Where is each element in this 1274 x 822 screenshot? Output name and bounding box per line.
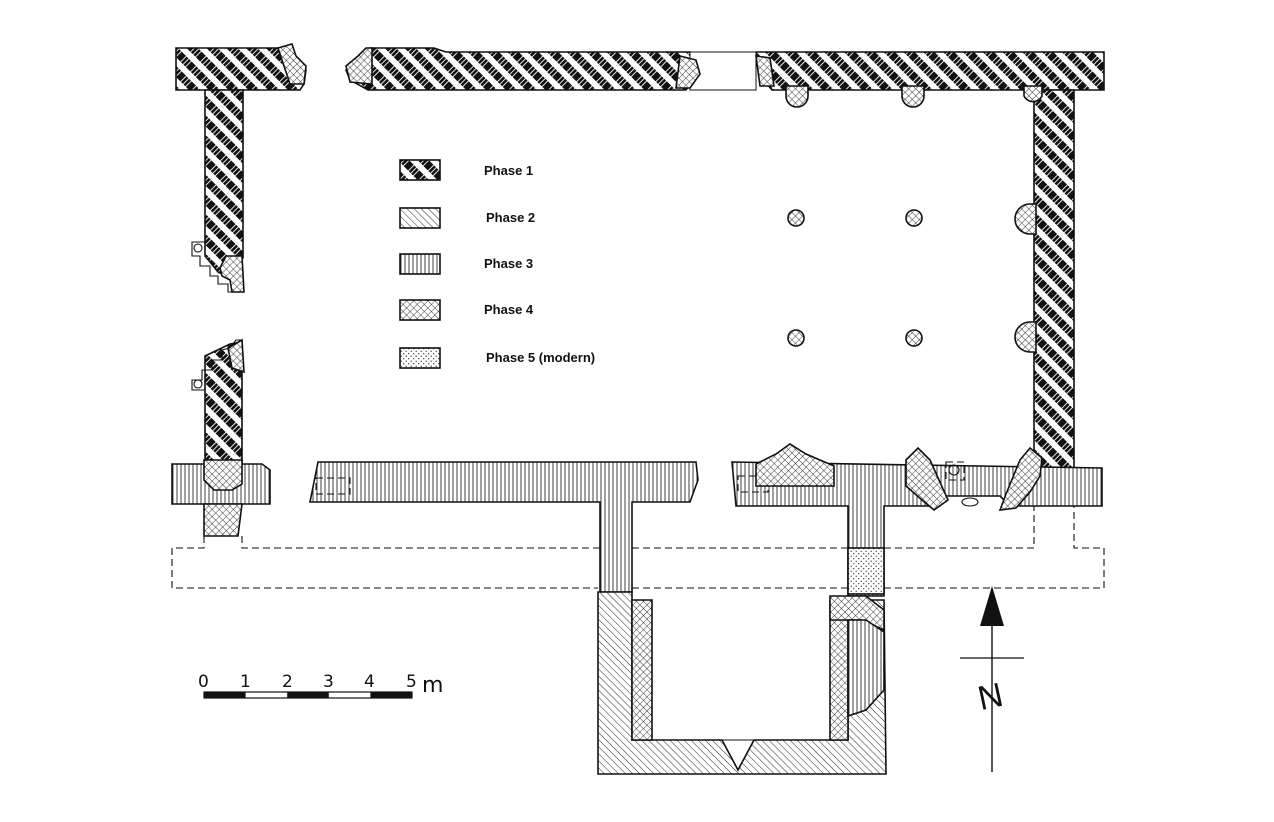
pilaster-north-3 [1023, 85, 1043, 103]
scale-tick-1: 1 [240, 672, 251, 692]
west-moulding-upper [219, 255, 245, 293]
west-wall-mouldings [191, 241, 245, 391]
south-threshold-stone [961, 497, 979, 507]
north-doorway [689, 51, 757, 91]
south-wall-inset-west [315, 477, 351, 495]
east-wall [1033, 89, 1075, 485]
north-arrow: N [960, 586, 1024, 772]
scale-unit: m [422, 673, 443, 698]
annex-south-opening [721, 739, 755, 772]
column-2 [905, 209, 923, 227]
foundation-dashed-outline [171, 506, 1105, 589]
phase4-north-details [276, 43, 775, 89]
north-arrow-label: N [975, 676, 1007, 718]
column-3 [787, 329, 805, 347]
foundation-north-west [241, 536, 600, 549]
north-arrow-head [980, 586, 1004, 626]
phase4-south-details [203, 443, 1043, 537]
foundation-north-east [884, 506, 1035, 549]
east-pilasters [1014, 203, 1037, 353]
south-basin [948, 464, 960, 476]
phase3-south-wall [171, 461, 1103, 597]
legend-swatch-phase4 [399, 299, 441, 321]
legend-label-phase5: Phase 5 (modern) [486, 350, 595, 365]
pilaster-north-2 [901, 85, 925, 108]
west-wall-foot [203, 459, 243, 491]
scale-tick-0: 0 [198, 672, 209, 692]
legend-label-phase2: Phase 2 [486, 210, 535, 225]
stair-outline-upper [191, 241, 244, 293]
legend-swatch-phase1 [399, 159, 441, 181]
annex-lining-west [631, 599, 653, 741]
modern-infill [847, 547, 885, 595]
legend-swatch-phase5 [399, 347, 441, 369]
scale-bar: 0 1 2 3 4 5 m [198, 672, 443, 699]
north-pilasters [785, 85, 1043, 108]
foundation-west [171, 536, 598, 589]
north-wall-middle-segment [345, 47, 701, 91]
scale-tick-4: 4 [364, 672, 375, 692]
south-pier-east [998, 446, 1043, 511]
west-detail-circle-upper [193, 243, 203, 253]
stair-outline-lower [191, 339, 242, 391]
south-wall-central [309, 461, 699, 593]
column-1 [787, 209, 805, 227]
column-4 [905, 329, 923, 347]
legend-swatch-phase3 [399, 253, 441, 275]
phase2-annex [597, 591, 887, 775]
door-jamb-west [675, 55, 701, 89]
south-pier-west [755, 443, 835, 487]
annex-corner-detail [829, 595, 885, 632]
north-west-corner-detail [276, 43, 307, 85]
scale-tick-3: 3 [323, 672, 334, 692]
south-basin-outline [945, 461, 965, 481]
legend-swatch-phase2 [399, 207, 441, 229]
scale-tick-2: 2 [282, 672, 293, 692]
pilaster-east-2 [1014, 321, 1037, 353]
legend-label-phase4: Phase 4 [484, 302, 534, 317]
scale-segment-1 [204, 692, 246, 698]
door-jamb-east [755, 55, 775, 87]
west-wall-upper [204, 89, 244, 278]
foundation-east [884, 506, 1105, 589]
scale-tick-5: 5 [406, 672, 417, 692]
pilaster-north-1 [785, 85, 809, 108]
legend: Phase 1 Phase 2 Phase 3 Phase 4 Phase 5 … [399, 159, 595, 369]
scale-segment-5 [370, 692, 412, 698]
legend-label-phase3: Phase 3 [484, 256, 533, 271]
west-threshold [203, 503, 243, 537]
west-moulding-lower [227, 338, 245, 374]
phase1-walls [175, 47, 1105, 487]
north-wall-east-segment [755, 51, 1105, 91]
pilaster-east-1 [1014, 203, 1037, 235]
legend-label-phase1: Phase 1 [484, 163, 533, 178]
columns [787, 209, 923, 347]
annex-east-infill [847, 619, 885, 718]
south-pier-middle [905, 446, 949, 512]
scale-segment-3 [287, 692, 329, 698]
west-detail-circle-lower [193, 379, 203, 389]
north-middle-corner-detail [345, 47, 373, 85]
